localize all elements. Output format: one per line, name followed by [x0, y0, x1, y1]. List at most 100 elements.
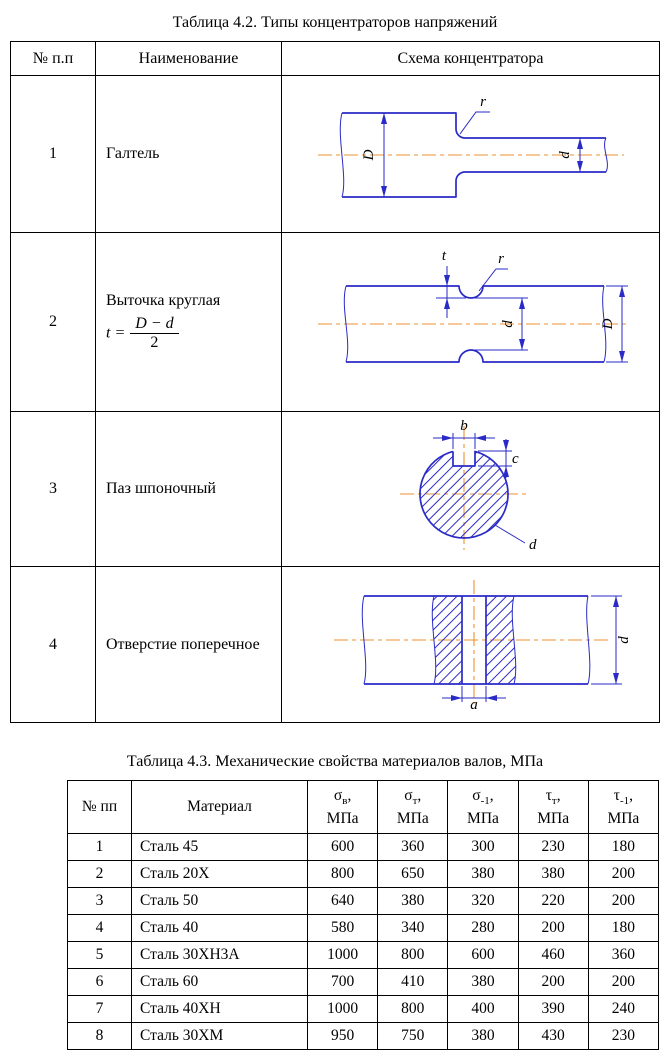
row-number: 3: [10, 411, 96, 567]
tau-t-value: 200: [517, 914, 589, 942]
sigma-t-value: 410: [377, 968, 449, 996]
break-line: [361, 595, 366, 685]
leader-line: [459, 111, 490, 134]
sigma-t-value: 750: [377, 1022, 449, 1050]
sub: -1: [480, 794, 490, 807]
dimension-t: t: [435, 248, 466, 318]
dimension-D: D: [361, 112, 387, 197]
material-name: Сталь 30ХМ: [131, 1022, 308, 1050]
groove-diagram: t r d D: [317, 248, 628, 363]
sym: σ: [404, 786, 413, 804]
sigma-minus1-value: 600: [447, 941, 519, 969]
row-number: 2: [67, 860, 132, 888]
dimension-b: b: [432, 418, 495, 449]
material-row: 4 Сталь 40 580 340 280 200 180: [67, 914, 660, 942]
material-name: Сталь 60: [131, 968, 308, 996]
leader-line: [478, 268, 508, 291]
t1-col-header-num: № п.п: [10, 41, 96, 76]
shaft-outline: [339, 111, 608, 198]
sigma-minus1-value: 300: [447, 833, 519, 861]
row-number: 2: [10, 232, 96, 412]
tau-t-value: 380: [517, 860, 589, 888]
t2-col-header-sigma-minus1: σ-1,МПа: [447, 780, 519, 834]
row-number: 6: [67, 968, 132, 996]
material-properties-table: № пп Материал σв,МПа σт,МПа σ-1,МПа τт,М…: [67, 780, 660, 1050]
sigma-v-value: 600: [306, 833, 379, 861]
tau-t-value: 430: [517, 1022, 589, 1050]
concentrator-name: Выточка круглая: [106, 291, 221, 309]
tau-minus1-value: 360: [587, 941, 660, 969]
sym: σ: [333, 786, 343, 804]
material-row: 1 Сталь 45 600 360 300 230 180: [67, 833, 660, 861]
keyway-depth-label: c: [512, 451, 519, 467]
t2-header-row: № пп Материал σв,МПа σт,МПа σ-1,МПа τт,М…: [67, 780, 660, 834]
t2-col-header-sigma-v: σв,МПа: [306, 780, 379, 834]
sigma-v-value: 700: [306, 968, 379, 996]
leader-line: [494, 524, 525, 543]
sigma-t-value: 340: [377, 914, 449, 942]
sigma-t-value: 360: [377, 833, 449, 861]
sigma-minus1-value: 320: [447, 887, 519, 915]
concentrator-name: Галтель: [95, 75, 282, 233]
break-line: [603, 137, 608, 172]
material-name: Сталь 40: [131, 914, 308, 942]
dimension-D: D: [600, 285, 628, 362]
sigma-minus1-value: 380: [447, 968, 519, 996]
hole-diagram-cell: d a: [281, 566, 660, 723]
material-row: 6 Сталь 60 700 410 380 200 200: [67, 968, 660, 996]
tau-minus1-value: 200: [587, 968, 660, 996]
diameter-d-label: d: [557, 150, 573, 158]
sigma-minus1-value: 380: [447, 1022, 519, 1050]
fraction-numerator: D − d: [130, 315, 179, 334]
sub: т: [412, 794, 418, 807]
break-line: [339, 112, 344, 197]
tau-minus1-value: 180: [587, 833, 660, 861]
t1-col-header-name: Наименование: [95, 41, 282, 76]
t1-row-hole: 4 Отверстие поперечное: [10, 566, 660, 723]
shaft-outline: [361, 595, 590, 685]
groove-depth-label: t: [441, 248, 446, 264]
sigma-t-value: 380: [377, 887, 449, 915]
hole-width-label: a: [470, 697, 478, 710]
sym: σ: [472, 786, 481, 804]
sigma-minus1-value: 280: [447, 914, 519, 942]
t2-col-header-tau-t: τт,МПа: [517, 780, 589, 834]
material-name: Сталь 45: [131, 833, 308, 861]
sub: т: [551, 794, 557, 807]
diameter-callout: d: [494, 524, 537, 553]
section-boundary: [511, 595, 516, 685]
comma: ,: [489, 786, 494, 804]
groove-radius-callout: r: [478, 251, 508, 291]
comma: ,: [347, 786, 352, 804]
table-4-2-title: Таблица 4.2. Типы концентраторов напряже…: [172, 14, 498, 31]
break-line: [343, 285, 348, 362]
dimension-d: d: [473, 297, 528, 350]
tau-t-value: 460: [517, 941, 589, 969]
concentrator-name: Отверстие поперечное: [95, 566, 282, 723]
material-row: 5 Сталь 30ХН3А 1000 800 600 460 360: [67, 941, 660, 969]
t1-row-fillet: 1 Галтель D: [10, 75, 660, 233]
groove-radius-label: r: [498, 251, 504, 267]
section-hatching: [431, 596, 516, 684]
t2-col-header-sigma-t: σт,МПа: [377, 780, 449, 834]
sigma-t-value: 800: [377, 941, 449, 969]
shaft-cross-section: [418, 450, 509, 539]
table-4-3-title: Таблица 4.3. Механические свойства матер…: [126, 753, 544, 770]
row-number: 8: [67, 1022, 132, 1050]
sigma-v-value: 580: [306, 914, 379, 942]
shaft-diameter-label: d: [529, 537, 537, 553]
fillet-diagram: D d r: [317, 94, 624, 198]
material-row: 2 Сталь 20Х 800 650 380 380 200: [67, 860, 660, 888]
sub: в: [342, 794, 348, 807]
keyway-diagram: b c d: [399, 418, 537, 553]
break-line: [585, 595, 590, 685]
dimension-c: c: [477, 438, 519, 478]
dimension-d: d: [557, 137, 583, 172]
shaft-diameter-label: d: [616, 636, 632, 644]
tau-minus1-value: 180: [587, 914, 660, 942]
sym: τ: [545, 786, 552, 804]
tau-t-value: 230: [517, 833, 589, 861]
sigma-v-value: 800: [306, 860, 379, 888]
